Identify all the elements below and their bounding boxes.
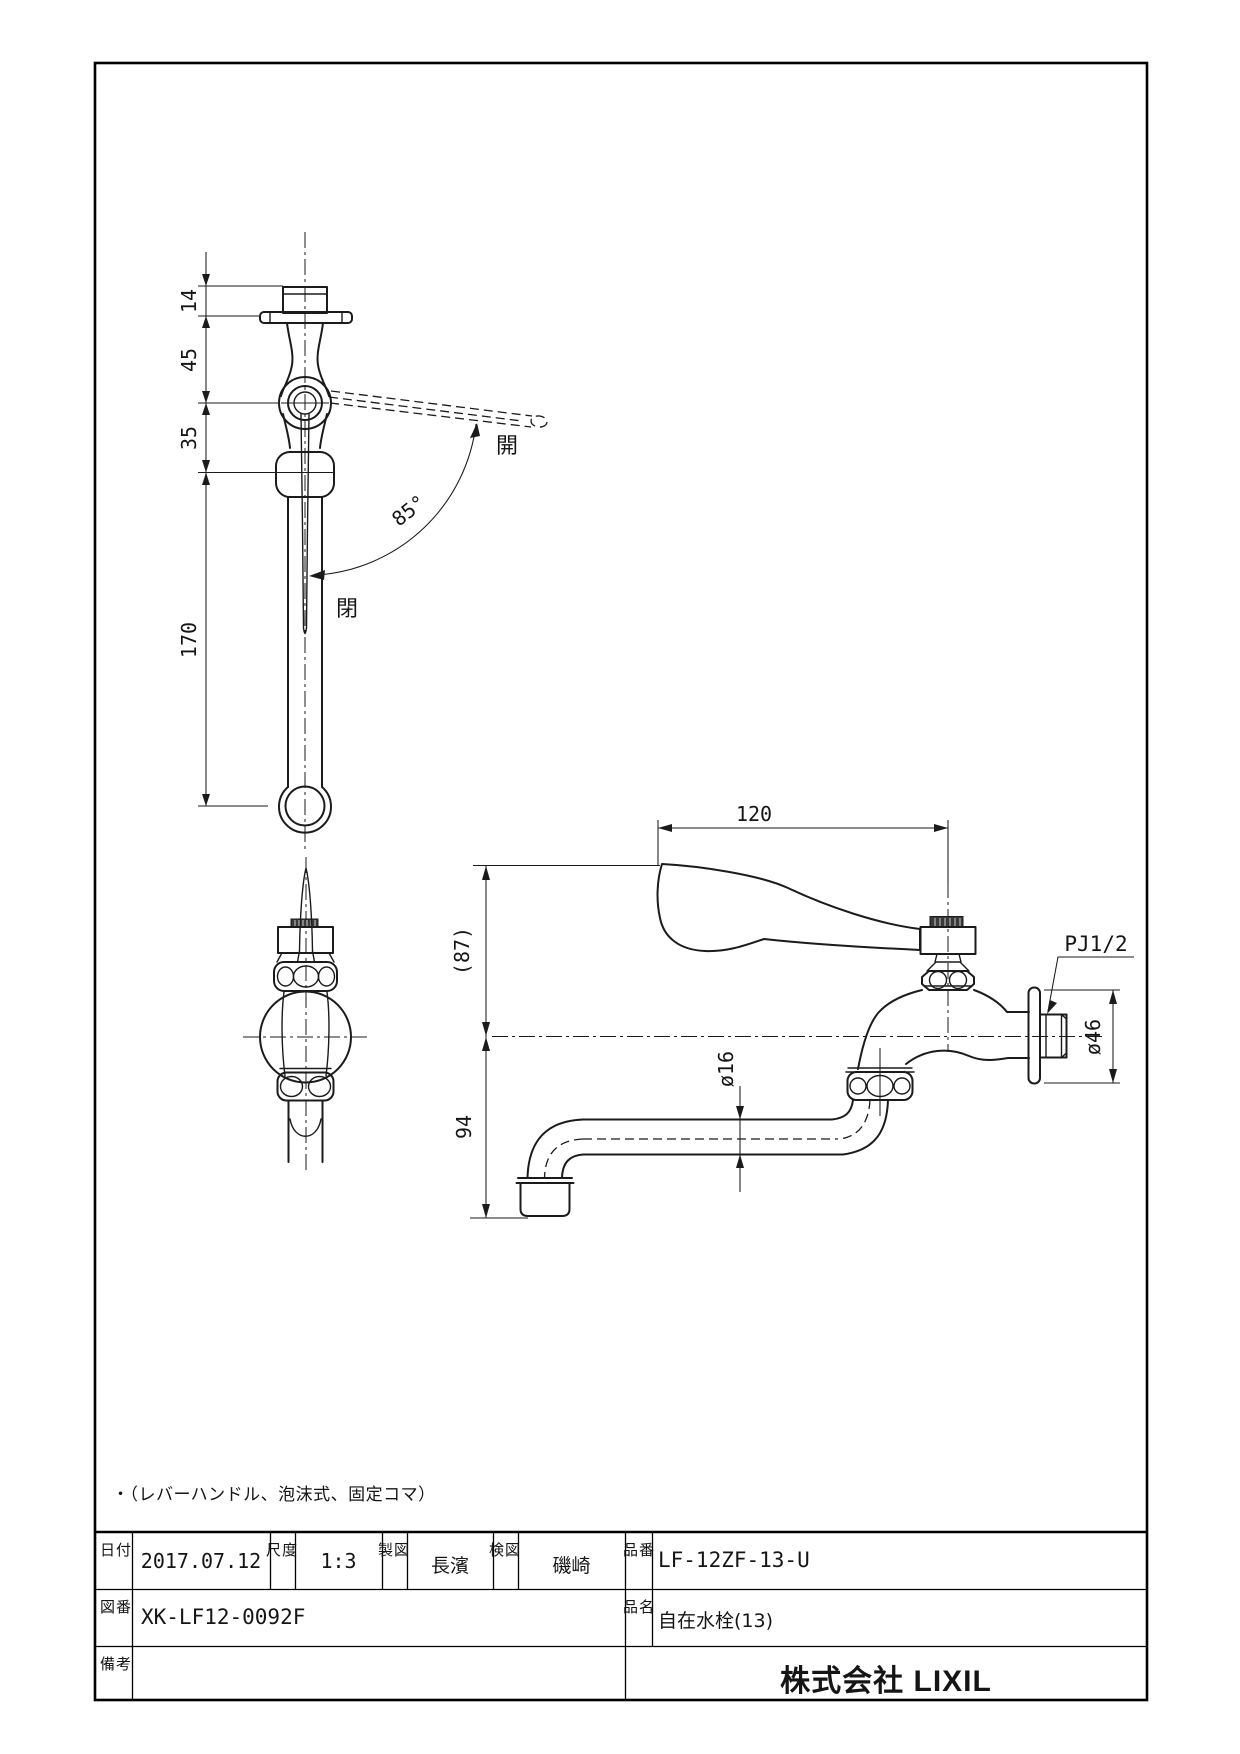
dim-120-label: 120 xyxy=(736,802,772,826)
view-side-open: 120 (87) 94 ø16 ø46 PJ1/2 xyxy=(450,802,1134,1219)
thread-label: PJ1/2 xyxy=(1064,932,1127,956)
angle-85-label: 85° xyxy=(387,490,430,531)
open-label: 開 xyxy=(496,434,518,459)
sheet-frame xyxy=(93,61,1149,1702)
product-name-value: 自在水栓(13) xyxy=(658,1610,774,1632)
part-number-value: LF-12ZF-13-U xyxy=(658,1548,810,1572)
dim-94-label: 94 xyxy=(452,1115,476,1139)
title-block-grid xyxy=(95,1530,1147,1700)
close-label: 閉 xyxy=(336,597,358,622)
drawing-number-value: XK-LF12-0092F xyxy=(141,1605,306,1629)
checked-label: 検図 xyxy=(489,1541,522,1559)
remarks-label: 備考 xyxy=(100,1655,133,1673)
dia-16-label: ø16 xyxy=(714,1051,738,1087)
dim-45-label: 45 xyxy=(177,348,201,372)
dim-35-label: 35 xyxy=(177,426,201,450)
dia-46-label: ø46 xyxy=(1081,1019,1105,1055)
product-name-label: 品名 xyxy=(623,1598,656,1616)
dim-87-label: (87) xyxy=(450,927,474,975)
part-number-label: 品番 xyxy=(623,1541,656,1559)
note-spec: ・（レバーハンドル、泡沫式、固定コマ） xyxy=(112,1485,436,1505)
scale-label: 尺度 xyxy=(266,1541,299,1559)
dim-170-label: 170 xyxy=(177,622,201,658)
drawing-number-label: 図番 xyxy=(100,1598,133,1616)
view-front xyxy=(243,857,368,1172)
date-value: 2017.07.12 xyxy=(140,1549,262,1573)
scale-value: 1:3 xyxy=(320,1549,357,1573)
date-label: 日付 xyxy=(100,1541,133,1559)
drafted-label: 製図 xyxy=(378,1541,411,1559)
view-side-closed: 14 45 35 170 85° 開 閉 xyxy=(177,232,548,852)
checked-value: 磯崎 xyxy=(552,1555,591,1577)
dim-14-label: 14 xyxy=(177,289,201,313)
company-name: 株式会社 LIXIL xyxy=(780,1665,992,1698)
drafted-value: 長濱 xyxy=(430,1555,469,1577)
